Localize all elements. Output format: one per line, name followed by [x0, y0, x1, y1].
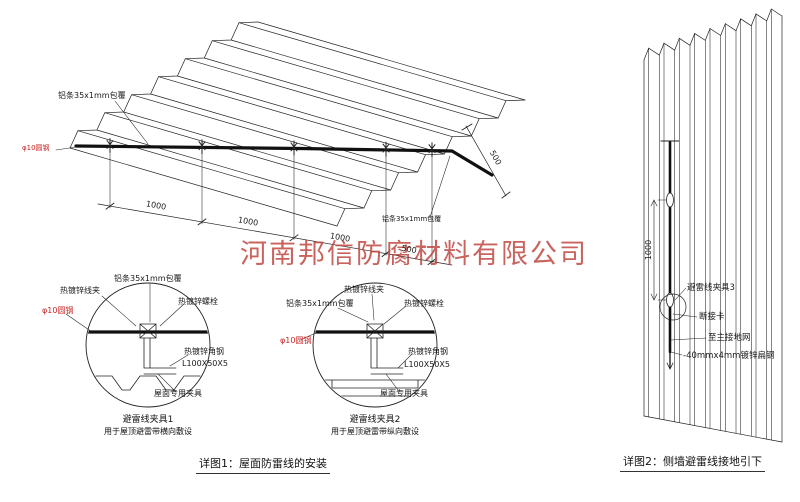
wall-label-to-ground: 至主接地网: [708, 333, 751, 343]
caption-detail2: 详图2：侧墙避雷线接地引下: [620, 453, 765, 472]
wall-drawing: [643, 8, 783, 443]
wall-dim-1000: 1000: [644, 239, 653, 261]
wall-label-disconnect: 断接卡: [699, 312, 725, 322]
detail1-label-steel: φ10圆钢: [42, 306, 74, 315]
detail2-label-steel: φ10圆钢: [280, 336, 312, 345]
caption-detail1: 详图1：屋面防雷线的安装: [196, 455, 330, 474]
detail2-drawing: [299, 282, 438, 408]
detail1-label-bolt: 热镀锌螺栓: [178, 297, 218, 306]
roof-label-round-steel: φ10圆钢: [22, 144, 50, 152]
detail2-subtitle: 用于屋顶避雷带纵向敷设: [331, 427, 419, 436]
detail2-label-strip: 铝条35x1mm包覆: [286, 299, 354, 308]
detail1-label-angle-size: L100X50X5: [182, 359, 228, 368]
detail1-label-fixture: 屋面专用夹具: [154, 389, 202, 398]
detail1-label-angle: 热镀锌角钢: [184, 347, 224, 356]
detail1-title: 避雷线夹具1: [122, 415, 174, 425]
company-watermark: 河南邦信防腐材料有限公司: [240, 239, 588, 270]
detail1-label-strip: 铝条35x1mm包覆: [114, 274, 182, 283]
detail2-label-bolt: 热镀锌螺栓: [404, 299, 444, 308]
detail2-label-fixture: 屋面专用夹具: [380, 389, 428, 398]
detail1-drawing: [65, 282, 211, 408]
wall-label-clamp3: 避雷线夹具3: [687, 283, 735, 293]
roof-label-aluminum-strip-bottom: 铝条35x1mm包覆: [382, 215, 442, 223]
roof-label-aluminum-strip-top: 铝条35x1mm包覆: [58, 91, 126, 100]
detail2-label-angle-size: L100X50X5: [404, 360, 450, 369]
roof-isometric-drawing: [55, 21, 526, 266]
detail2-label-clamp: 热镀锌线夹: [344, 285, 384, 294]
detail2-label-angle: 热镀锌角钢: [408, 347, 448, 356]
wall-label-flat-steel: -40mmx4mm镀锌扁钢: [683, 351, 775, 361]
detail1-label-clamp: 热镀锌线夹: [60, 286, 100, 295]
detail2-title: 避雷线夹具2: [349, 415, 401, 425]
detail1-subtitle: 用于屋顶避雷带横向敷设: [104, 427, 192, 436]
